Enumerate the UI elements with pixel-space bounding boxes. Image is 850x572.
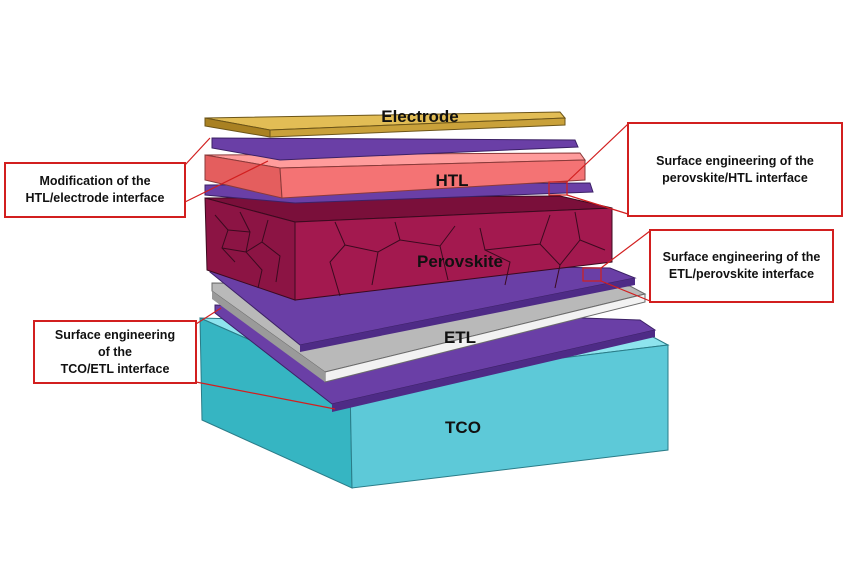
electrode-layer <box>204 111 567 138</box>
perovskite-layer <box>204 195 613 301</box>
htl-electrode-interlayer <box>211 137 579 161</box>
callout-tco-etl: Surface engineering of the TCO/ETL inter… <box>33 320 197 384</box>
callout-connectors <box>184 123 651 410</box>
perovskite-label: Perovskite <box>417 252 503 271</box>
callout-perovskite-htl: Surface engineering of the perovskite/HT… <box>627 122 843 217</box>
etl-label: ETL <box>444 328 476 347</box>
htl-label: HTL <box>435 171 468 190</box>
callout-htl-electrode: Modification of the HTL/electrode interf… <box>4 162 186 218</box>
electrode-label: Electrode <box>381 107 458 126</box>
grain-boundaries <box>214 211 606 297</box>
callout-etl-perovskite: Surface engineering of the ETL/perovskit… <box>649 229 834 303</box>
tco-label: TCO <box>445 418 481 437</box>
